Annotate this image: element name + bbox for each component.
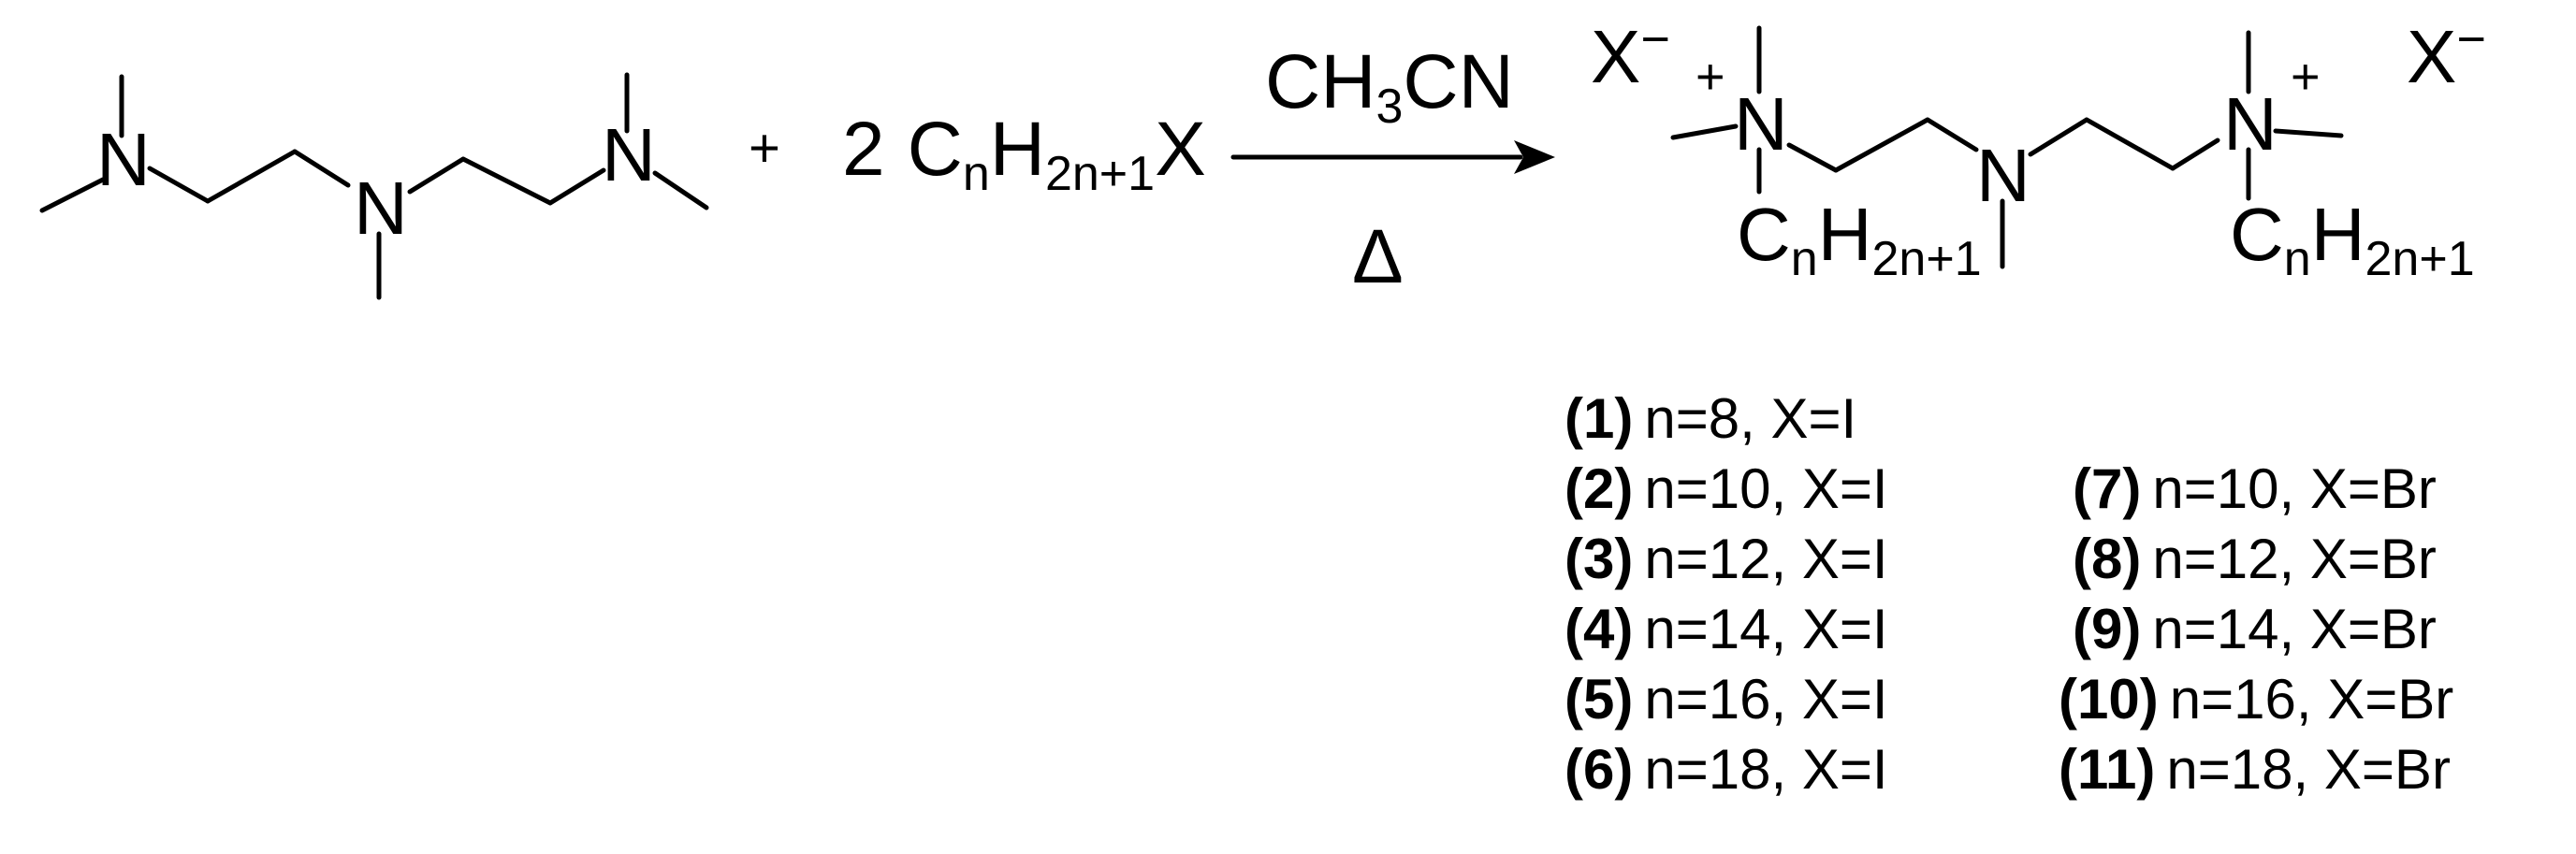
compound-entry: (7)n=10, X=Br (2073, 457, 2437, 520)
nitrogen-atom: N (354, 166, 408, 250)
product-structure: N N N + + X− X− CnH2n+1 CnH2n+1 (1591, 11, 2486, 286)
heat-symbol: Δ (1352, 214, 1404, 299)
bond (652, 170, 709, 210)
compound-entry: (3)n=12, X=I (1565, 528, 1888, 590)
compound-entry: (11)n=18, X=Br (2059, 738, 2451, 801)
bond (1833, 117, 1930, 173)
compound-entry: (4)n=14, X=I (1565, 598, 1888, 660)
quaternary-nitrogen: N (1734, 82, 1788, 166)
compound-entry: (5)n=16, X=I (1565, 668, 1888, 731)
counterion-right: X− (2407, 11, 2486, 98)
bond (2273, 128, 2344, 138)
bond (1786, 142, 1839, 173)
positive-charge: + (2291, 49, 2321, 105)
positive-charge: + (1696, 49, 1725, 105)
compound-entry: (9)n=14, X=Br (2073, 598, 2437, 660)
bond (39, 177, 106, 213)
arrow-head (1514, 140, 1555, 174)
bond (1670, 123, 1739, 140)
bond (147, 166, 211, 204)
bond (460, 156, 553, 206)
quaternary-nitrogen: N (2223, 82, 2278, 166)
bond (2028, 117, 2089, 157)
nitrogen-atom: N (602, 113, 656, 196)
alkyl-chain-right: CnH2n+1 (2230, 193, 2475, 286)
nitrogen-atom: N (96, 118, 151, 201)
reaction-arrow (1230, 140, 1555, 174)
compound-entry: (10)n=16, X=Br (2059, 668, 2453, 731)
bond (407, 156, 466, 195)
plus-sign: + (749, 118, 780, 179)
solvent-label: CH3CN (1265, 39, 1514, 134)
bond (205, 149, 298, 204)
reactant-pmdeta: N N N (39, 72, 709, 300)
compound-entry: (1)n=8, X=I (1565, 387, 1856, 450)
bond (2084, 117, 2176, 171)
compound-entry: (2)n=10, X=I (1565, 457, 1888, 520)
compound-entry: (8)n=12, X=Br (2073, 528, 2437, 590)
amine-nitrogen: N (1976, 134, 2030, 217)
bond (2170, 138, 2220, 171)
counterion-left: X− (1591, 11, 1670, 98)
compound-list: (1)n=8, X=I (2)n=10, X=I (3)n=12, X=I (4… (1565, 387, 2453, 801)
bond (292, 149, 351, 188)
bond (1925, 117, 1979, 152)
compound-entry: (6)n=18, X=I (1565, 738, 1888, 801)
alkyl-chain-left: CnH2n+1 (1737, 193, 1982, 286)
bond (547, 167, 606, 206)
